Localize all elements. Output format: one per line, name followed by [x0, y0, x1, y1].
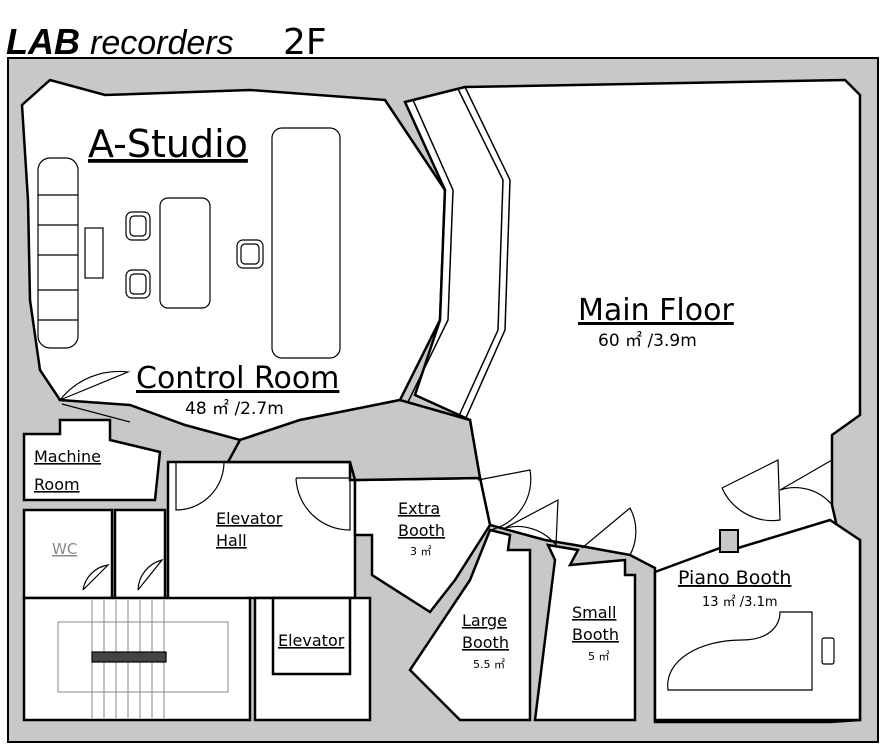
control-room-area: 48 ㎡ /2.7m — [185, 399, 284, 419]
a-studio-title: A-Studio — [88, 122, 248, 166]
elevator-hall-floor — [166, 460, 357, 602]
chair-icon — [125, 211, 151, 241]
elevator-label: Elevator — [278, 631, 345, 650]
elevator-car — [271, 596, 352, 676]
extra-booth-area: 3 ㎡ — [410, 545, 432, 558]
machine-room-floor — [22, 418, 162, 502]
stair-handrail — [91, 651, 167, 663]
machine-room-label-1: Machine — [34, 447, 101, 466]
piano-booth-pillar — [719, 529, 739, 553]
door-swings — [58, 370, 833, 591]
elevator-hall-label-2: Hall — [216, 531, 247, 550]
window-glass-main-inner — [457, 88, 504, 419]
piano-booth-area: 13 ㎡ /3.1m — [702, 595, 778, 610]
logo-name: recorders — [90, 24, 234, 62]
small-booth-label-1: Small — [572, 603, 616, 622]
elevator-hall-label-1: Elevator — [216, 509, 283, 528]
floor-label: 2F — [283, 22, 327, 63]
wc-label: WC — [52, 540, 77, 558]
extra-booth-label-2: Booth — [398, 521, 445, 540]
piano-booth-label: Piano Booth — [678, 567, 791, 589]
small-booth-area: 5 ㎡ — [588, 650, 610, 663]
mixing-table — [159, 197, 211, 309]
extra-booth-floor — [353, 476, 492, 614]
large-booth-label-2: Booth — [462, 633, 509, 652]
rack-cabinet — [271, 127, 341, 359]
main-floor-label: Main Floor — [578, 293, 734, 328]
speaker-stand — [84, 227, 104, 279]
small-booth-floor — [533, 543, 637, 722]
large-booth-floor — [408, 528, 532, 722]
wc-floor — [22, 508, 114, 600]
window-glass — [399, 101, 446, 401]
piano-bench — [821, 637, 835, 665]
control-room-label: Control Room — [136, 361, 339, 396]
machine-room-label-2: Room — [34, 475, 80, 494]
wc-stall-floor — [113, 508, 167, 600]
piano-icon — [667, 611, 813, 691]
chair-icon — [236, 239, 264, 269]
extra-booth-label-1: Extra — [398, 499, 440, 518]
small-booth-label-2: Booth — [572, 625, 619, 644]
logo-brand: LAB — [6, 21, 80, 62]
large-booth-area: 5.5 ㎡ — [473, 658, 505, 671]
main-floor-area: 60 ㎡ /3.9m — [598, 331, 697, 351]
window-glass-inner — [407, 99, 454, 403]
chair-icon — [125, 269, 151, 299]
window-glass-main — [464, 86, 511, 421]
large-booth-label-1: Large — [462, 611, 507, 630]
wall-wedge — [225, 398, 482, 482]
console-desk — [37, 157, 79, 349]
